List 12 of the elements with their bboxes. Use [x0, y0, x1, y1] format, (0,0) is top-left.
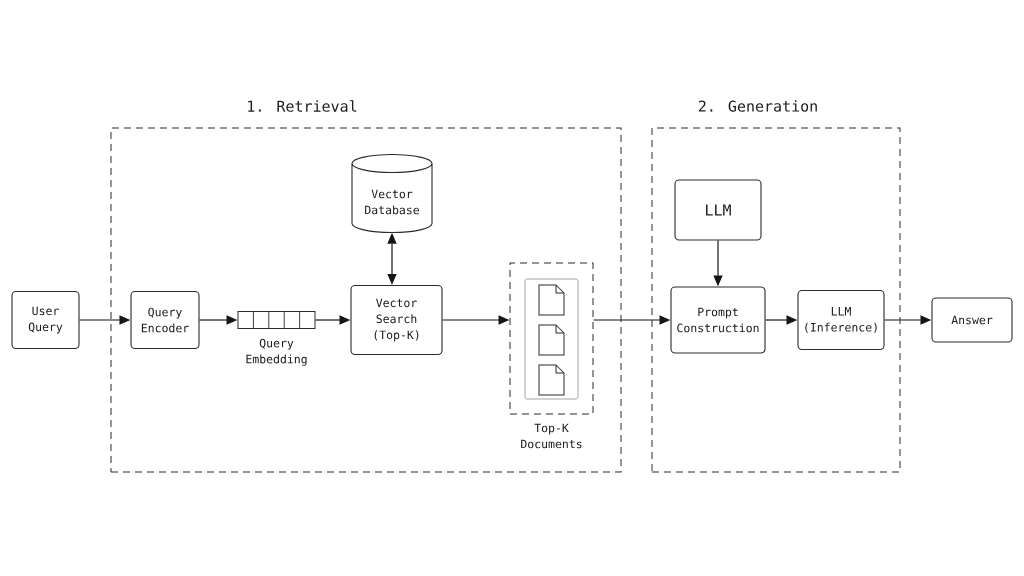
process-box: LLM (Inference) — [797, 289, 885, 351]
process-box: Vector Search (Top-K) — [350, 284, 443, 356]
database-cylinder: Vector Database — [351, 153, 433, 234]
process-box: LLM — [674, 179, 762, 241]
bar-caption: Query Embedding — [246, 338, 307, 366]
group-title: 1. Retrieval — [248, 100, 357, 112]
process-box: Prompt Construction — [670, 286, 766, 354]
group-title: 2. Generation — [698, 100, 817, 112]
box-caption: Top-K Documents — [521, 423, 582, 449]
process-box: Answer — [931, 297, 1013, 343]
process-box: User Query — [11, 290, 80, 350]
process-box: Query Encoder — [130, 290, 200, 350]
